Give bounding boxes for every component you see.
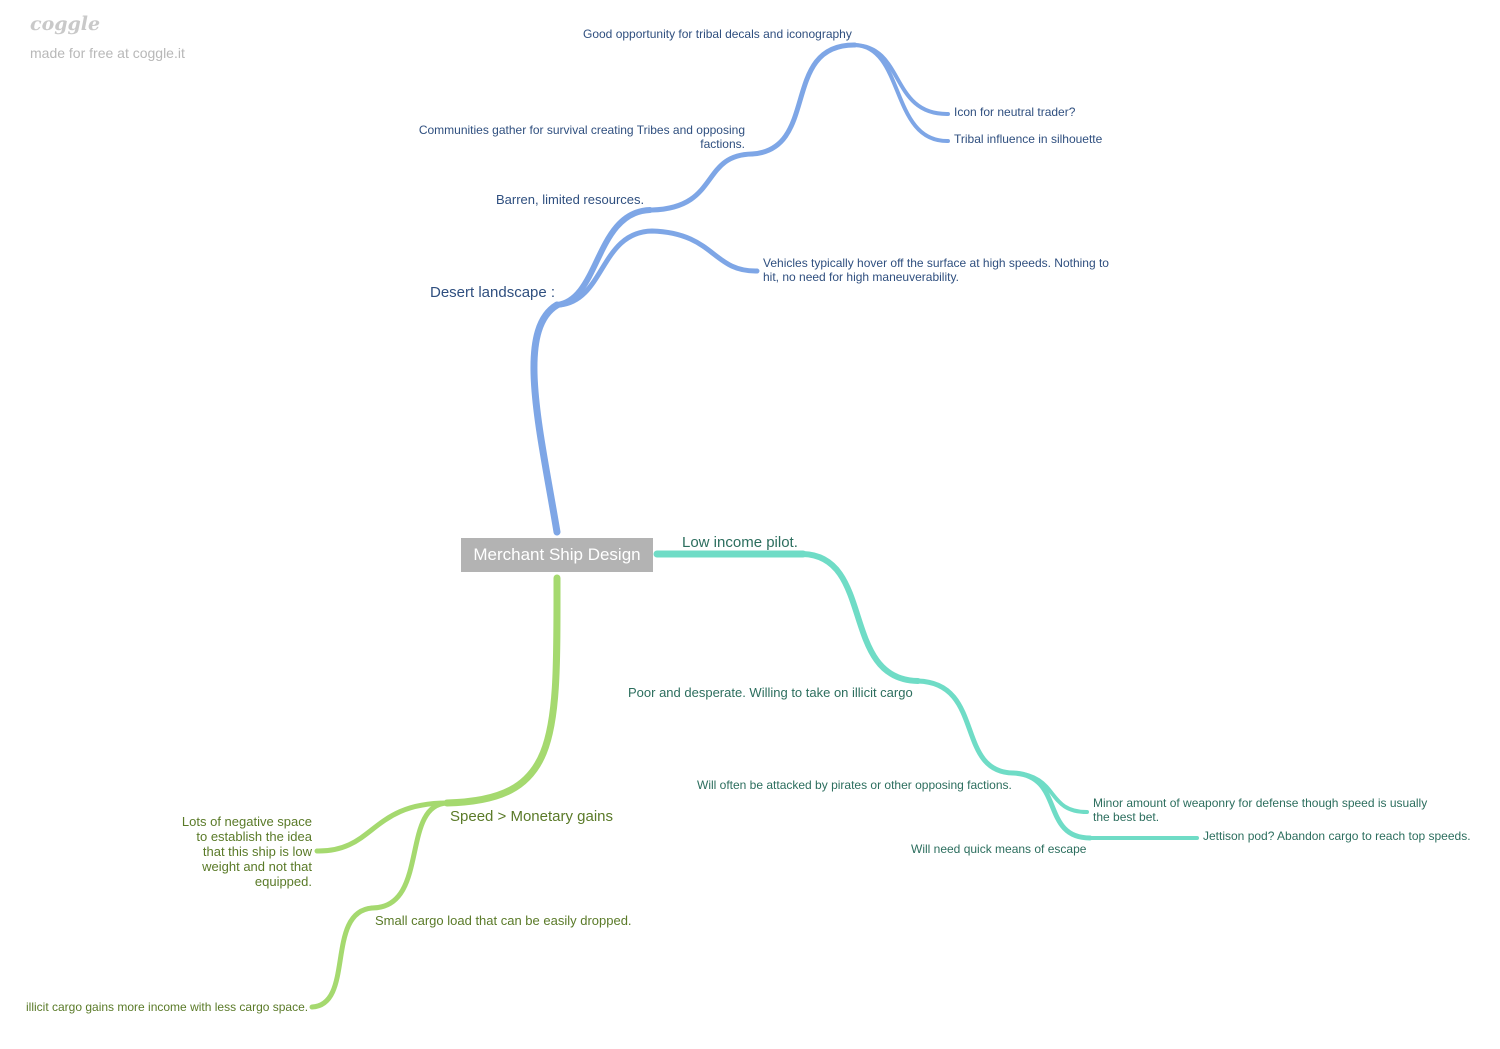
node-minor-weaponry[interactable]: Minor amount of weaponry for defense tho… [1093, 796, 1427, 824]
node-attacked-pirates[interactable]: Will often be attacked by pirates or oth… [697, 778, 1012, 792]
node-negative-space[interactable]: Lots of negative space to establish the … [162, 814, 312, 889]
node-poor-desperate[interactable]: Poor and desperate. Willing to take on i… [628, 685, 913, 700]
node-speed-monetary[interactable]: Speed > Monetary gains [450, 808, 614, 825]
node-communities-line1: Communities gather for survival creating… [418, 123, 745, 137]
link-decals-silhouette [853, 43, 950, 144]
link-root-desert [530, 301, 561, 536]
link-desert-vehicles [557, 228, 760, 308]
node-weaponry-line1: Minor amount of weaponry for defense tho… [1093, 796, 1428, 810]
link-attacked-escape [1010, 770, 1093, 841]
node-negative-line1: Lots of negative space [181, 814, 312, 829]
node-low-income-pilot[interactable]: Low income pilot. [682, 534, 798, 551]
node-quick-escape[interactable]: Will need quick means of escape [911, 842, 1087, 856]
node-negative-line4: weight and not that [202, 859, 312, 874]
blue-branch-links [530, 42, 950, 536]
link-speed-smallcargo [369, 800, 450, 911]
link-root-speed [443, 574, 561, 807]
coggle-logo: coggle [30, 13, 101, 35]
node-communities-line2: factions. [700, 137, 745, 151]
teal-branch-links [653, 550, 1199, 841]
root-node[interactable]: Merchant Ship Design [461, 538, 653, 572]
link-poor-attacked [915, 678, 1016, 776]
node-desert-landscape[interactable]: Desert landscape : [430, 284, 556, 301]
link-smallcargo-illicit [309, 905, 375, 1010]
node-vehicles-hover[interactable]: Vehicles typically hover off the surface… [763, 256, 1109, 284]
root-node-label: Merchant Ship Design [473, 545, 641, 564]
node-negative-line5: equipped. [254, 874, 312, 889]
node-negative-line2: to establish the idea [196, 829, 312, 844]
link-communities-decals [749, 42, 858, 157]
node-tribal-decals[interactable]: Good opportunity for tribal decals and i… [583, 27, 852, 41]
made-with-coggle-link[interactable]: made for free at coggle.it [30, 45, 185, 61]
node-communities[interactable]: Communities gather for survival creating… [405, 123, 745, 151]
node-illicit-cargo-income[interactable]: illicit cargo gains more income with les… [26, 1000, 309, 1014]
node-weaponry-line2: the best bet. [1093, 810, 1160, 824]
node-jettison-pod[interactable]: Jettison pod? Abandon cargo to reach top… [1203, 829, 1471, 843]
node-barren[interactable]: Barren, limited resources. [496, 192, 645, 207]
link-barren-communities [649, 151, 755, 213]
link-speed-negative [314, 800, 450, 854]
green-branch-links [309, 574, 561, 1010]
node-icon-neutral-trader[interactable]: Icon for neutral trader? [954, 105, 1076, 119]
link-desert-barren [554, 207, 653, 308]
node-tribal-silhouette[interactable]: Tribal influence in silhouette [954, 132, 1103, 146]
node-negative-line3: that this ship is low [202, 844, 312, 859]
node-vehicles-line2: hit, no need for high maneuverability. [763, 270, 959, 284]
node-small-cargo[interactable]: Small cargo load that can be easily drop… [375, 913, 632, 928]
link-income-poor [800, 551, 921, 684]
node-vehicles-line1: Vehicles typically hover off the surface… [763, 256, 1109, 270]
